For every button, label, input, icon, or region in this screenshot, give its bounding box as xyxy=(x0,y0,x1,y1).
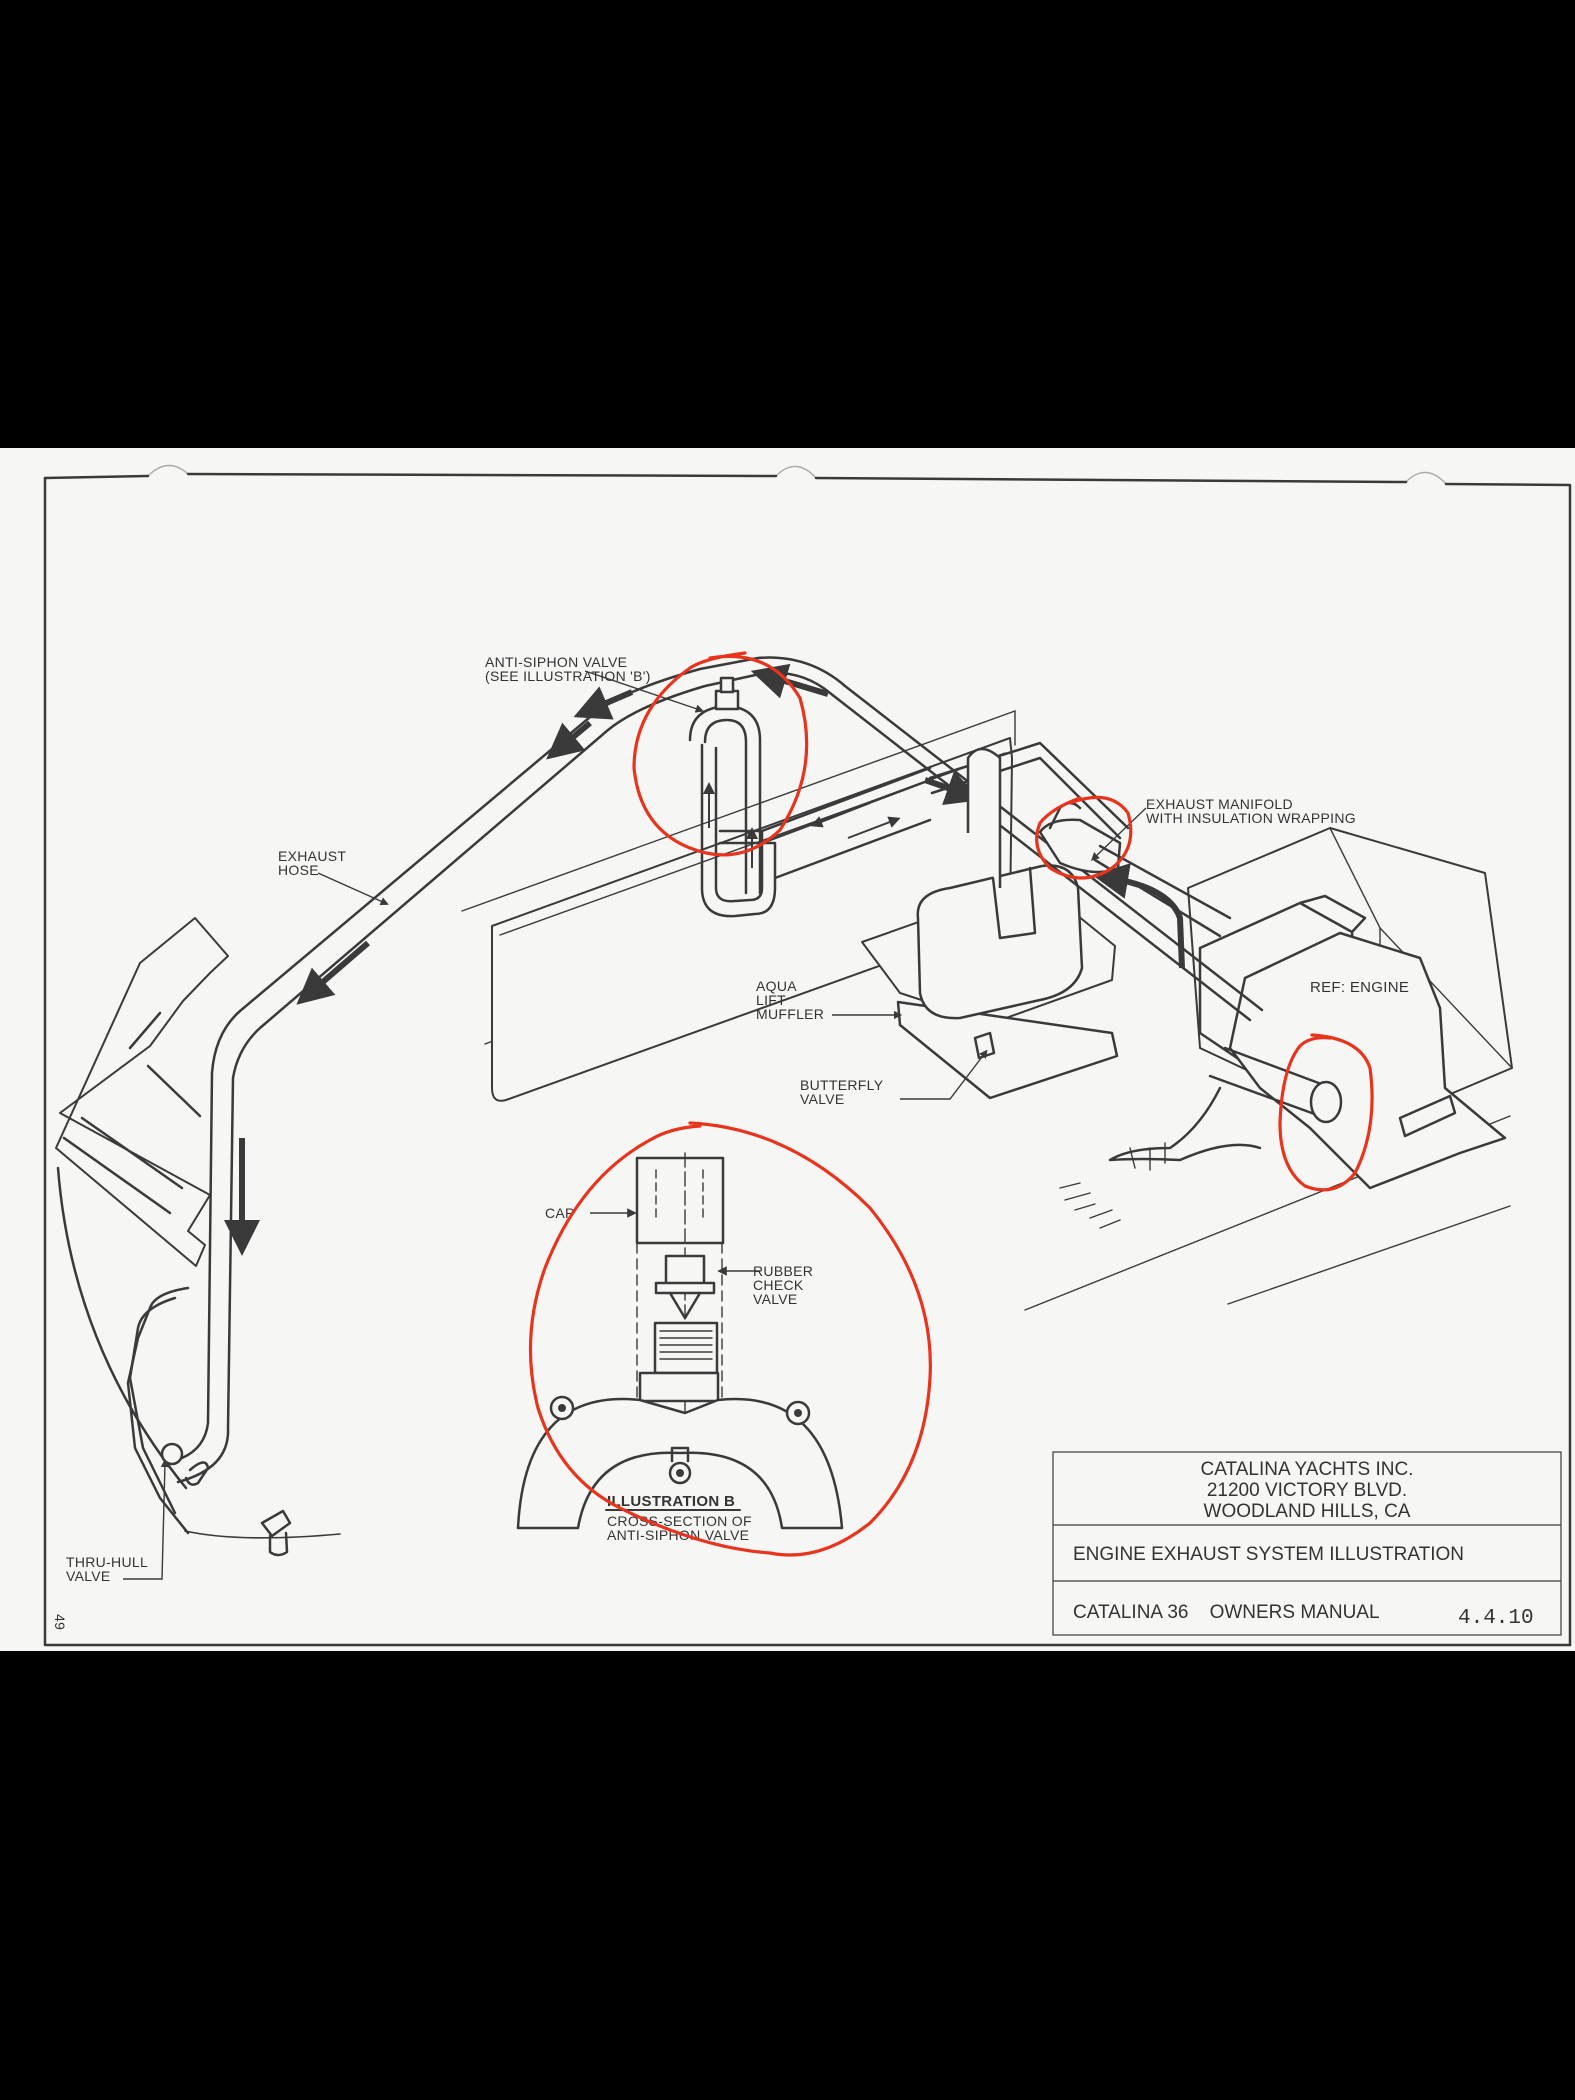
label-exhaust: EXHAUST xyxy=(278,848,346,864)
red-annotations xyxy=(528,651,1374,1557)
label-hose: HOSE xyxy=(278,862,319,878)
page-border xyxy=(43,464,1572,1647)
label-check-valve: VALVE xyxy=(753,1291,798,1307)
label-insulation-wrapping: WITH INSULATION WRAPPING xyxy=(1146,810,1356,826)
aqua-lift-muffler xyxy=(861,864,1119,1100)
red-circle-anti-siphon xyxy=(632,651,809,857)
title-drawing-name: ENGINE EXHAUST SYSTEM ILLUSTRATION xyxy=(1073,1544,1464,1565)
callout-labels: ANTI-SIPHON VALVE (SEE ILLUSTRATION 'B')… xyxy=(52,654,1409,1630)
red-circle-engine-outlet xyxy=(1278,1033,1374,1192)
title-company: CATALINA YACHTS INC. xyxy=(1201,1459,1414,1480)
title-city: WOODLAND HILLS, CA xyxy=(1204,1501,1411,1522)
leader-lines xyxy=(123,670,1147,1580)
label-valve: VALVE xyxy=(800,1091,845,1107)
label-illustration-b: ILLUSTRATION B xyxy=(607,1493,735,1510)
anti-siphon-loop xyxy=(688,676,932,918)
illustration-b xyxy=(516,1152,844,1530)
label-thru-hull-valve: VALVE xyxy=(66,1568,111,1584)
exhaust-system-drawing: ANTI-SIPHON VALVE (SEE ILLUSTRATION 'B')… xyxy=(43,464,1572,1647)
label-anti-siphon-valve: ANTI-SIPHON VALVE xyxy=(485,654,627,670)
label-exhaust-manifold: EXHAUST MANIFOLD xyxy=(1146,796,1293,812)
label-anti-siphon-cross: ANTI-SIPHON VALVE xyxy=(607,1527,749,1543)
title-address: 21200 VICTORY BLVD. xyxy=(1207,1480,1407,1501)
exhaust-hose xyxy=(176,656,1264,1484)
label-cap: CAP xyxy=(545,1205,575,1221)
title-manual: CATALINA 36 OWNERS MANUAL xyxy=(1073,1602,1380,1623)
red-circle-illustration-b xyxy=(528,1121,932,1557)
label-aqua: AQUA xyxy=(756,978,797,994)
manual-page: ANTI-SIPHON VALVE (SEE ILLUSTRATION 'B')… xyxy=(0,448,1575,1651)
label-ref-engine: REF: ENGINE xyxy=(1310,979,1409,996)
label-rubber: RUBBER xyxy=(753,1263,813,1279)
title-block: CATALINA YACHTS INC. 21200 VICTORY BLVD.… xyxy=(1052,1451,1562,1636)
hull-side xyxy=(55,917,341,1557)
label-thru-hull: THRU-HULL xyxy=(66,1554,148,1570)
label-check: CHECK xyxy=(753,1277,804,1293)
label-muffler: MUFFLER xyxy=(756,1006,824,1022)
engine xyxy=(1059,827,1513,1229)
label-cross-section: CROSS-SECTION OF xyxy=(607,1513,752,1529)
label-lift: LIFT xyxy=(756,992,786,1008)
boat-structure xyxy=(461,710,1511,1311)
label-butterfly: BUTTERFLY xyxy=(800,1077,884,1093)
red-circle-manifold xyxy=(1035,795,1133,880)
page-number: 49 xyxy=(52,1614,68,1630)
label-see-illustration-b: (SEE ILLUSTRATION 'B') xyxy=(485,668,651,684)
title-drawing-number: 4.4.10 xyxy=(1458,1607,1534,1630)
